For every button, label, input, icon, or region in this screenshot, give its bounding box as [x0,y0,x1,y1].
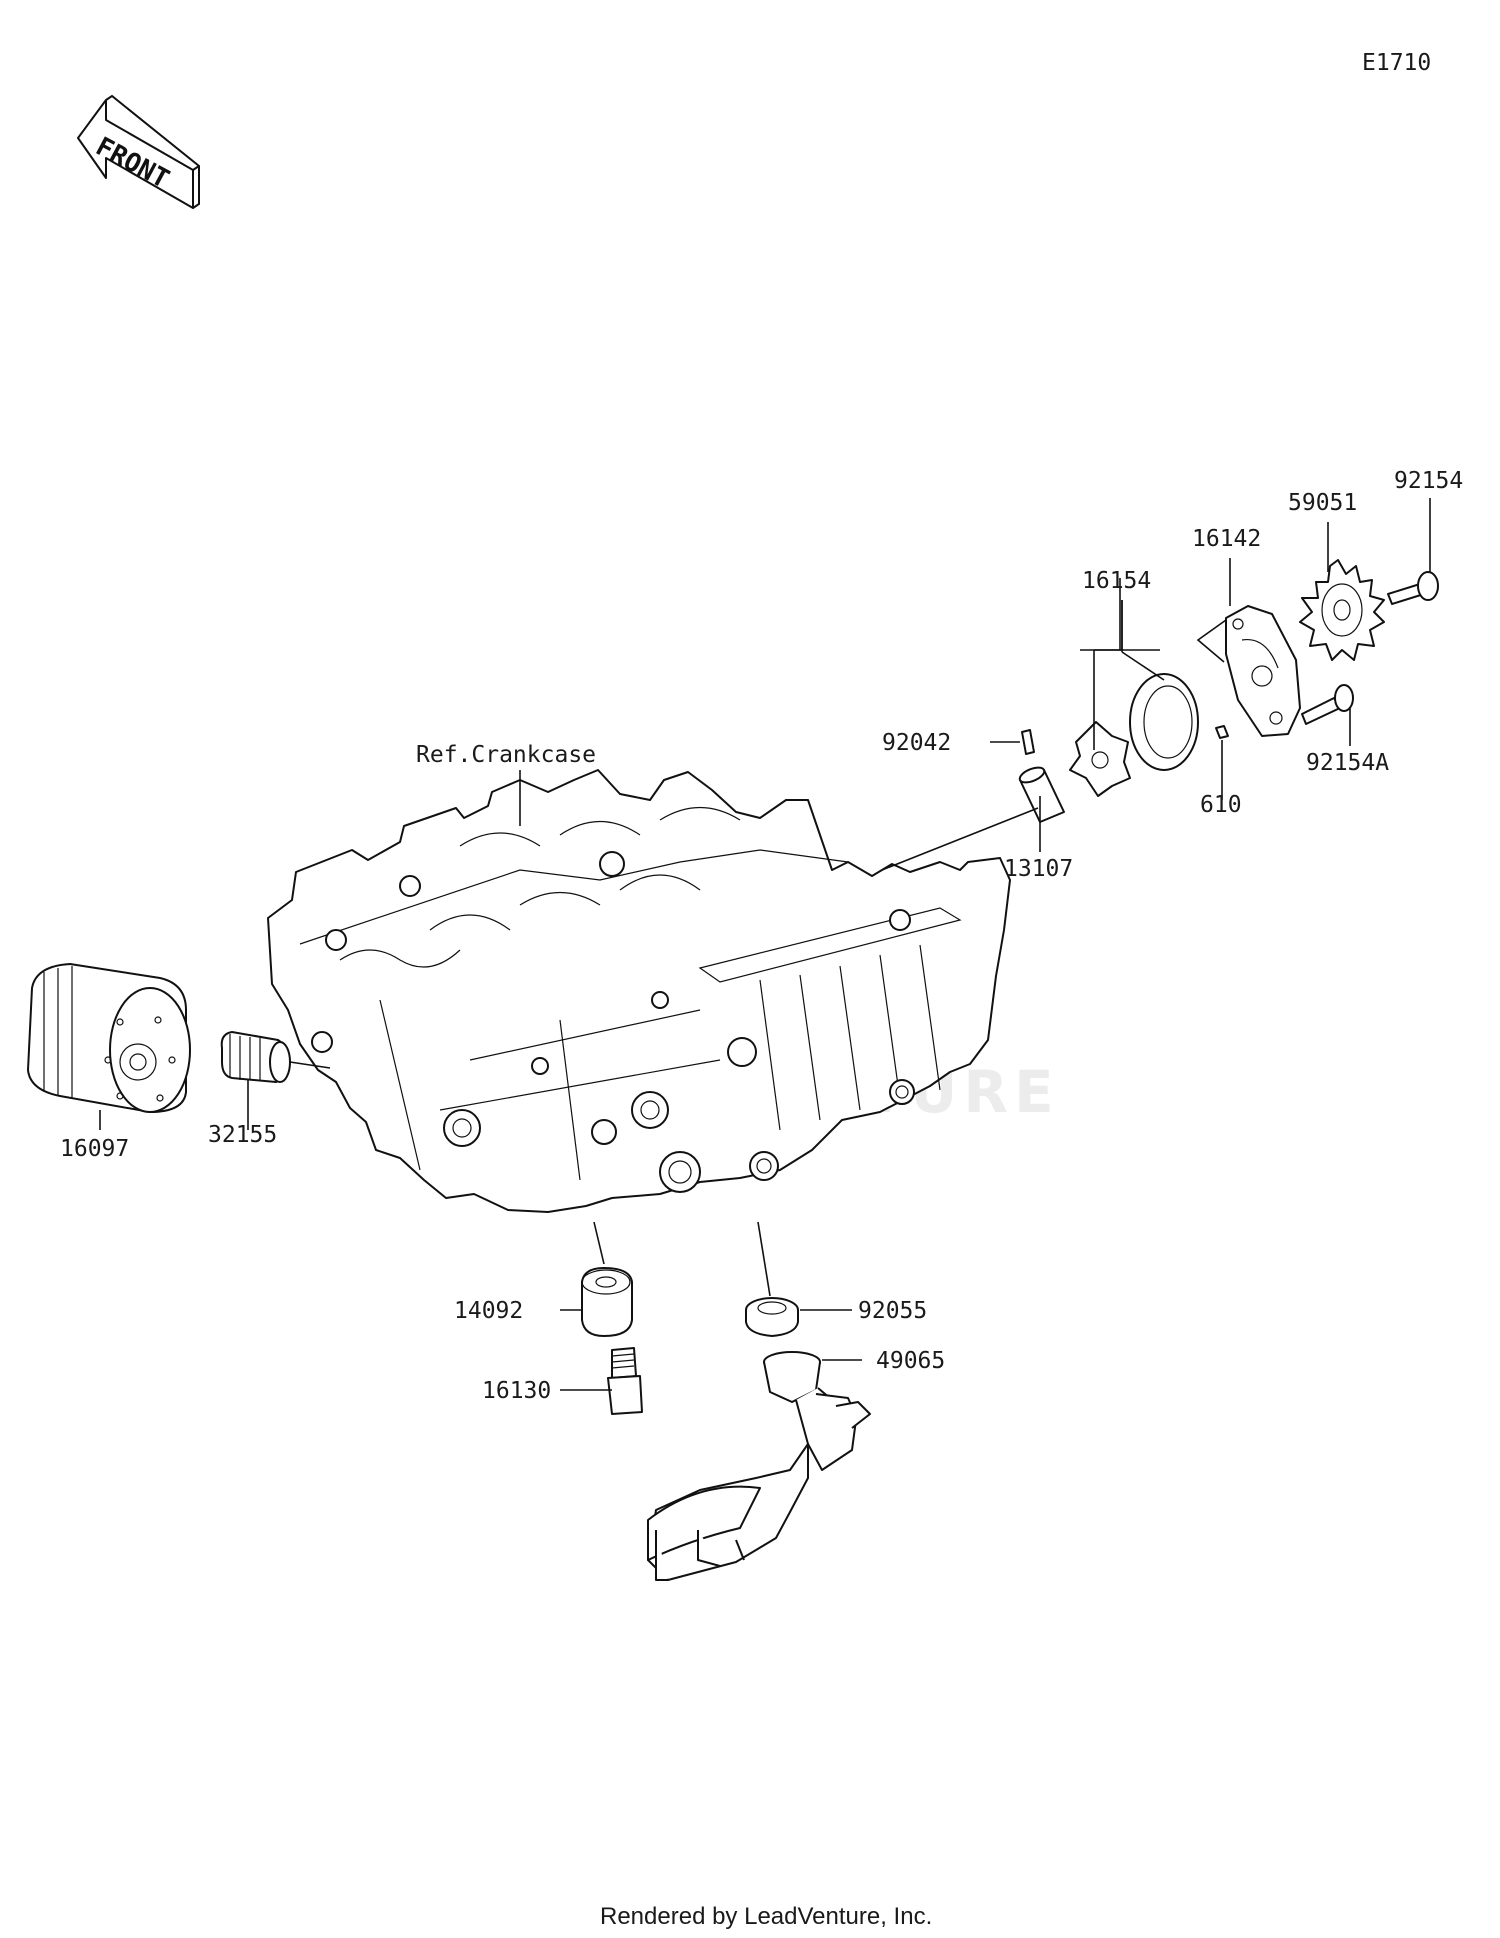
pin-92042 [1021,729,1035,755]
shaft-13107 [1018,766,1065,823]
part-label-16154: 16154 [1082,568,1151,594]
part-label-49065: 49065 [876,1348,945,1374]
diagram-code: E1710 [1362,50,1431,76]
part-label-14092: 14092 [454,1298,523,1324]
footer-credit: Rendered by LeadVenture, Inc. [600,1903,932,1930]
part-label-16142: 16142 [1192,526,1261,552]
bolt-92154 [1387,571,1439,605]
rotor-16154 [1069,673,1199,797]
part-label-610: 610 [1200,792,1242,818]
part-label-92154: 92154 [1394,468,1463,494]
part-label-92154A: 92154A [1306,750,1389,776]
pipe-32155 [220,1031,291,1083]
pump-cover-16142 [1225,605,1301,737]
part-label-59051: 59051 [1288,490,1357,516]
fitting-16130 [607,1347,643,1415]
part-label-92042: 92042 [882,730,951,756]
part-label-16097: 16097 [60,1136,129,1162]
part-label-92055: 92055 [858,1298,927,1324]
sprocket-59051 [1299,559,1385,661]
collar-14092 [581,1267,633,1337]
crankcase-drawing [267,769,1011,1213]
o-ring-92055 [745,1297,799,1337]
oil-filter-16097 [27,963,191,1113]
bolt-92154A [1301,684,1354,725]
reference-label: Ref.Crankcase [416,742,596,768]
part-label-13107: 13107 [1004,856,1073,882]
part-label-16130: 16130 [482,1378,551,1404]
oil-screen-49065 [647,1351,871,1581]
pin-610 [1215,725,1229,739]
part-label-32155: 32155 [208,1122,277,1148]
leader-lines [99,498,1431,1391]
front-arrow-icon: FRONT [77,94,200,209]
